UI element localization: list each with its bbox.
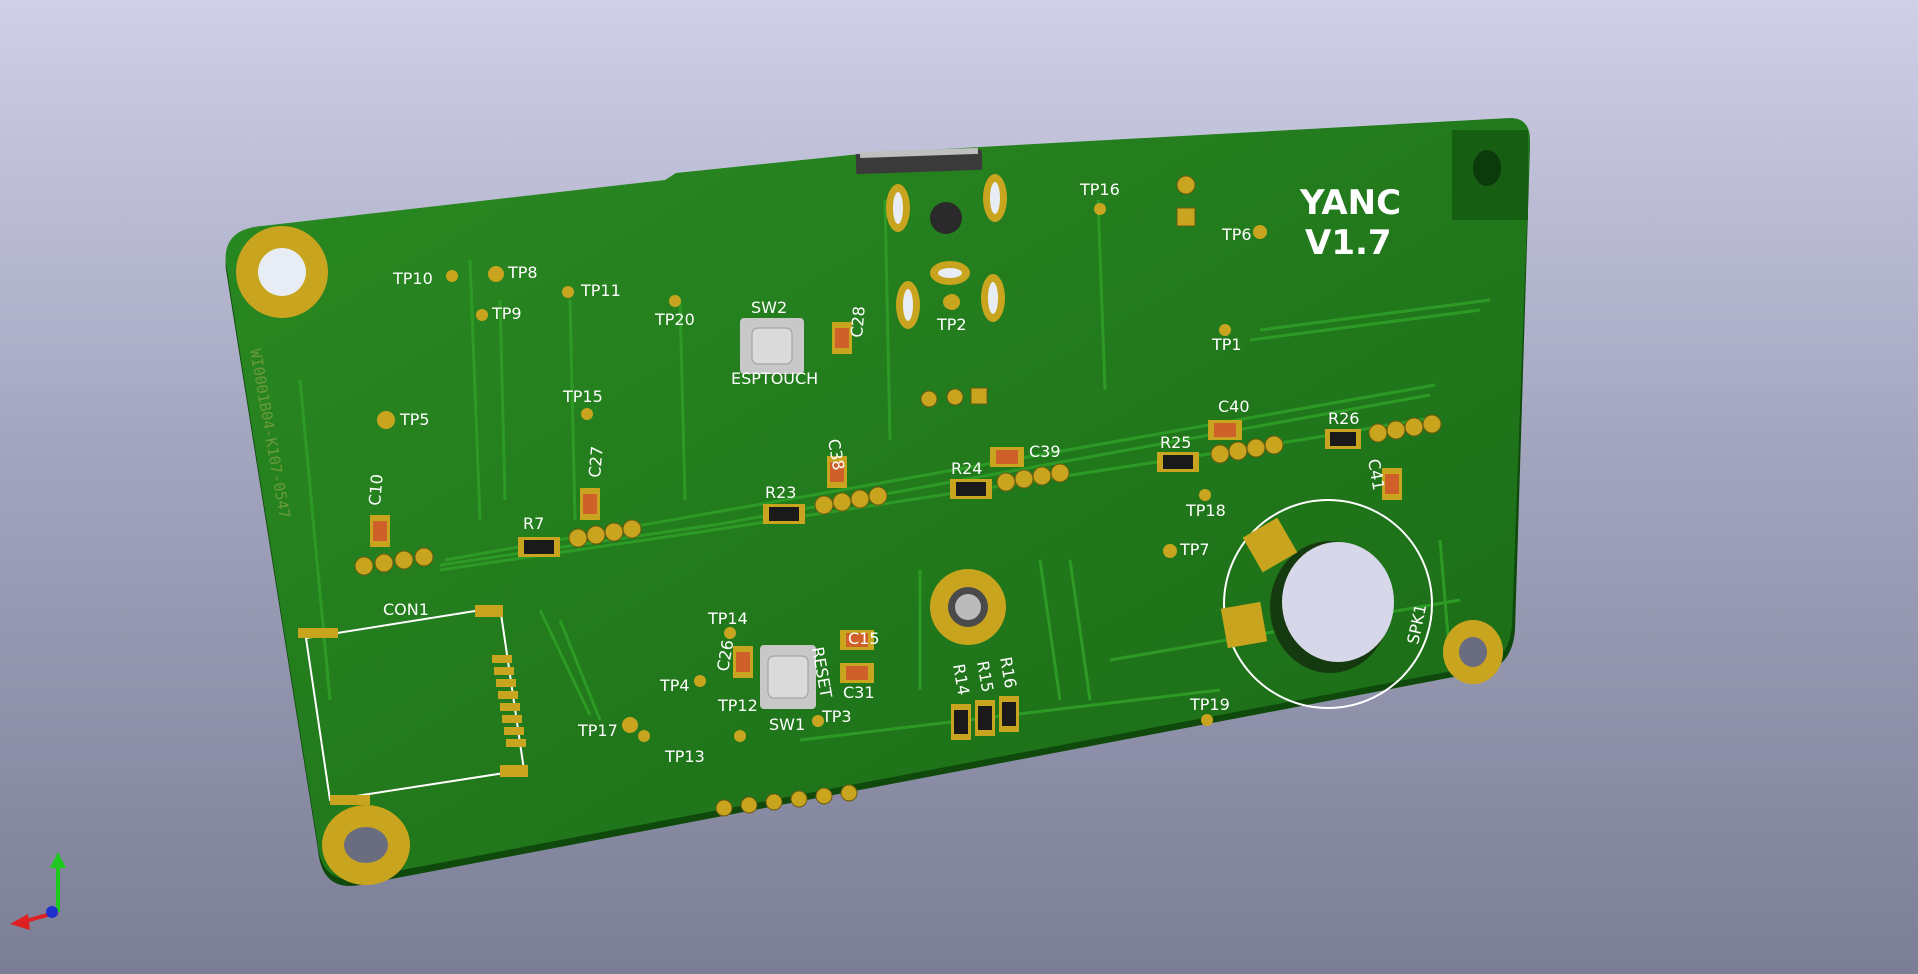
label-sw2: SW2 — [751, 298, 787, 317]
label-c40: C40 — [1218, 397, 1250, 416]
label-r25: R25 — [1160, 433, 1191, 452]
board-title-line1: YANC — [1299, 183, 1401, 223]
label-tp3: TP3 — [821, 707, 852, 726]
label-tp11: TP11 — [580, 281, 621, 300]
label-tp19: TP19 — [1189, 695, 1230, 714]
label-tp6: TP6 — [1221, 225, 1252, 244]
switch-sw1 — [760, 645, 816, 709]
z-axis-arrow — [46, 906, 58, 918]
pin-headers — [354, 175, 1442, 817]
label-tp13: TP13 — [664, 747, 705, 766]
label-tp14: TP14 — [707, 609, 748, 628]
label-tp20: TP20 — [654, 310, 695, 329]
label-tp4: TP4 — [659, 676, 690, 695]
label-tp16: TP16 — [1079, 180, 1120, 199]
label-tp15: TP15 — [562, 387, 603, 406]
label-tp2: TP2 — [936, 315, 967, 334]
axis-orientation-gizmo — [10, 852, 66, 930]
audio-jack-pads — [886, 174, 1007, 329]
label-r24: R24 — [951, 459, 982, 478]
mounting-hole-bottom-left — [322, 805, 410, 885]
label-tp7: TP7 — [1179, 540, 1210, 559]
label-tp1: TP1 — [1211, 335, 1242, 354]
con1-connector-outline — [298, 605, 528, 805]
test-point-pads — [377, 203, 1267, 742]
mounting-hole-right — [1443, 620, 1503, 684]
label-r26: R26 — [1328, 409, 1359, 428]
label-r23: R23 — [765, 483, 796, 502]
mounting-hole-top-left — [236, 226, 328, 318]
label-r7: R7 — [523, 514, 544, 533]
switch-sw2 — [740, 318, 804, 374]
resistors — [518, 429, 1361, 740]
label-c10: C10 — [365, 473, 387, 506]
label-c28: C28 — [847, 305, 869, 338]
label-con1: CON1 — [383, 600, 429, 619]
label-c27: C27 — [585, 445, 607, 478]
mounting-hole-center — [930, 569, 1006, 645]
label-tp18: TP18 — [1185, 501, 1226, 520]
label-sw1: SW1 — [769, 715, 805, 734]
label-tp12: TP12 — [717, 696, 758, 715]
board-title-line2: V1.7 — [1305, 223, 1392, 263]
label-c39: C39 — [1029, 442, 1061, 461]
capacitors — [370, 322, 1402, 683]
label-tp10: TP10 — [392, 269, 433, 288]
label-esptouch: ESPTOUCH — [731, 369, 818, 388]
label-c15: C15 — [848, 629, 880, 648]
speaker-spk1 — [1220, 499, 1433, 709]
label-c31: C31 — [843, 683, 875, 702]
label-tp17: TP17 — [577, 721, 618, 740]
label-tp8: TP8 — [507, 263, 538, 282]
label-tp5: TP5 — [399, 410, 430, 429]
label-tp9: TP9 — [491, 304, 522, 323]
